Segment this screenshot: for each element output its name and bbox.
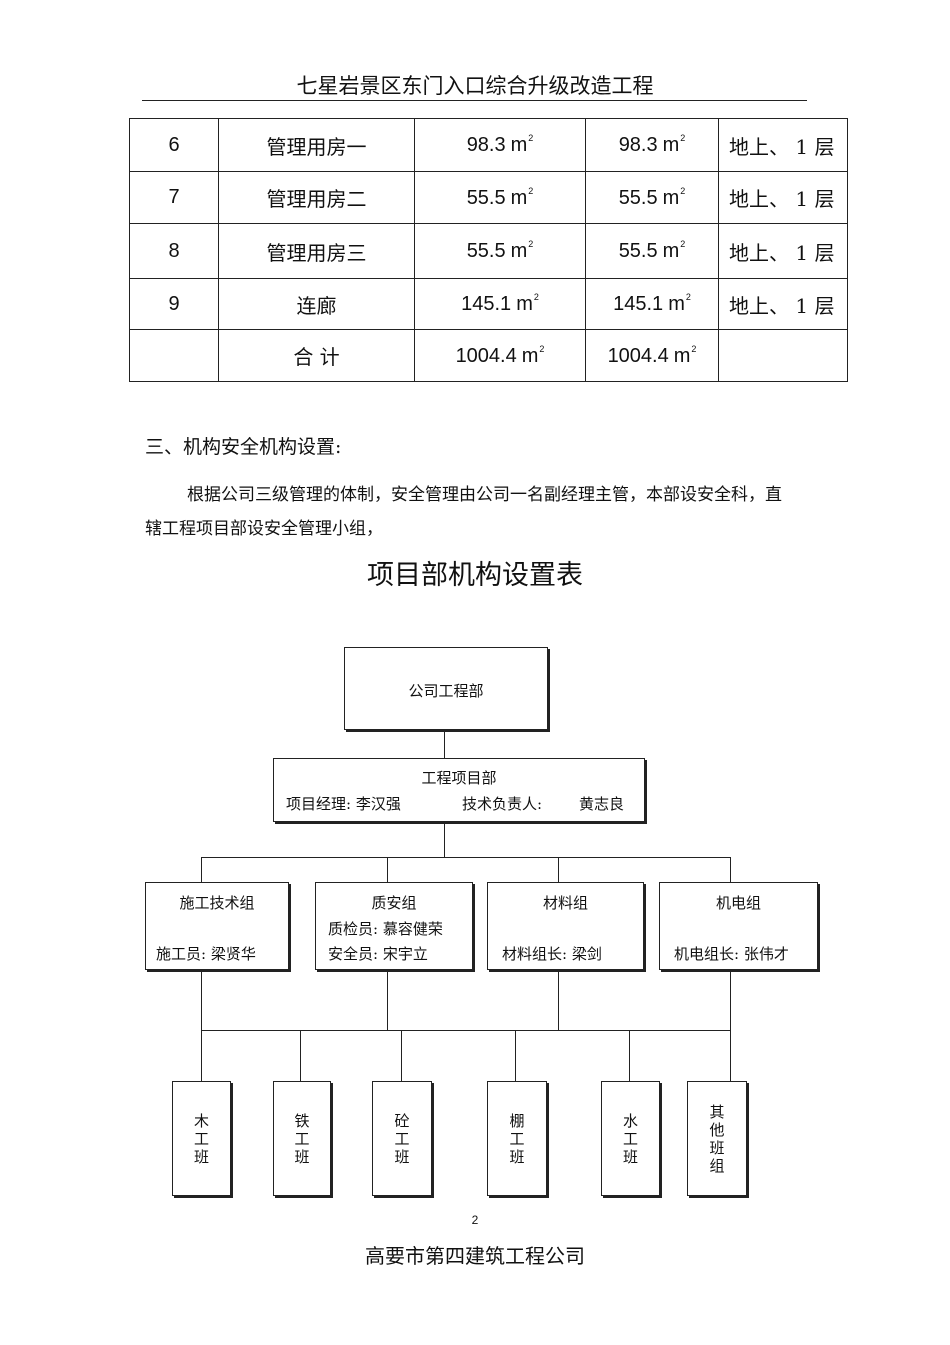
section-paragraph: 根据公司三级管理的体制，安全管理由公司一名副经理主管，本部设安全科，直辖工程项目… xyxy=(145,478,785,546)
cell-name: 连廊 xyxy=(218,278,415,330)
cell-floor xyxy=(718,329,848,382)
project-manager: 项目经理: 李汉强 xyxy=(286,795,401,813)
tech-lead-label: 技术负责人: xyxy=(462,795,543,813)
team-box-carpentry: 木工班 xyxy=(172,1081,231,1196)
cell-name: 合 计 xyxy=(218,329,415,382)
cell-no: 6 xyxy=(129,118,219,172)
org-box-construction-tech: 施工技术组 施工员: 梁贤华 xyxy=(145,882,289,970)
group-member: 安全员: 宋宇立 xyxy=(328,945,428,963)
team-box-plumbing: 水工班 xyxy=(601,1081,660,1196)
org-box-electromechanical: 机电组 机电组长: 张伟才 xyxy=(659,882,818,970)
section-heading: 三、机构安全机构设置: xyxy=(145,436,342,458)
group-name: 质安组 xyxy=(371,894,417,912)
cell-no: 8 xyxy=(129,223,219,279)
cell-no: 9 xyxy=(129,278,219,330)
connector-line xyxy=(201,1030,731,1031)
org-box-company-label: 公司工程部 xyxy=(408,682,484,700)
document-header-title: 七星岩景区东门入口综合升级改造工程 xyxy=(296,74,654,98)
group-name: 材料组 xyxy=(542,894,588,912)
group-member: 施工员: 梁贤华 xyxy=(156,945,256,963)
group-member: 材料组长: 梁剑 xyxy=(502,945,602,963)
cell-name: 管理用房一 xyxy=(218,118,415,172)
org-box-materials: 材料组 材料组长: 梁剑 xyxy=(487,882,644,970)
connector-line xyxy=(387,968,388,1030)
group-member: 机电组长: 张伟才 xyxy=(674,945,789,963)
cell-no: 7 xyxy=(129,171,219,224)
cell-floor: 地上、 1 层 xyxy=(718,171,848,224)
cell-floor: 地上、 1 层 xyxy=(718,278,848,330)
footer-company: 高要市第四建筑工程公司 xyxy=(365,1244,585,1268)
group-name: 机电组 xyxy=(715,894,761,912)
group-name: 施工技术组 xyxy=(179,894,255,912)
connector-line xyxy=(515,1030,516,1081)
connector-line xyxy=(558,968,559,1030)
org-box-project: 工程项目部 项目经理: 李汉强 技术负责人: 黄志良 xyxy=(273,758,645,822)
org-box-quality-safety: 质安组 质检员: 慕容健荣 安全员: 宋宇立 xyxy=(315,882,473,970)
cell-no xyxy=(129,329,219,382)
connector-line xyxy=(558,857,559,882)
page-number: 2 xyxy=(471,1213,479,1227)
team-box-concrete: 砼工班 xyxy=(372,1081,432,1196)
team-box-other: 其他班组 xyxy=(687,1081,747,1196)
team-box-steel: 铁工班 xyxy=(273,1081,331,1196)
team-box-scaffold: 棚工班 xyxy=(487,1081,547,1196)
cell-floor: 地上、 1 层 xyxy=(718,118,848,172)
connector-line xyxy=(401,1030,402,1081)
connector-line xyxy=(387,857,388,882)
connector-line xyxy=(300,1030,301,1081)
connector-line xyxy=(201,857,731,858)
cell-name: 管理用房三 xyxy=(218,223,415,279)
paragraph-text: 根据公司三级管理的体制，安全管理由公司一名副经理主管，本部设安全科，直辖工程项目… xyxy=(145,485,782,539)
header-rule xyxy=(142,100,807,101)
connector-line xyxy=(730,857,731,882)
connector-line xyxy=(201,857,202,882)
org-chart-title: 项目部机构设置表 xyxy=(367,560,583,591)
tech-lead-name: 黄志良 xyxy=(579,795,625,813)
connector-line xyxy=(201,968,202,1081)
group-member: 质检员: 慕容健荣 xyxy=(328,920,443,938)
cell-name: 管理用房二 xyxy=(218,171,415,224)
connector-line xyxy=(444,729,445,758)
connector-line xyxy=(730,968,731,1081)
connector-line xyxy=(629,1030,630,1081)
org-box-project-label: 工程项目部 xyxy=(421,769,497,787)
org-box-company: 公司工程部 xyxy=(344,647,548,730)
connector-line xyxy=(444,820,445,857)
cell-floor: 地上、 1 层 xyxy=(718,223,848,279)
